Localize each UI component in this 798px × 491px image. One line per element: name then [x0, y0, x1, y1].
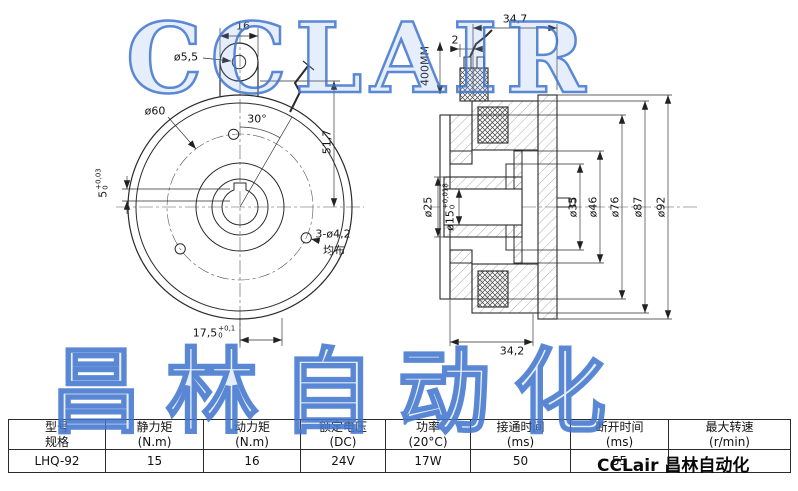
- cell-rated-voltage: 24V: [300, 449, 386, 473]
- cell-max-speed: [668, 449, 791, 473]
- header-max-speed: 最大转速(r/min): [668, 419, 791, 450]
- header-power: 功率(20°C): [385, 419, 471, 450]
- dim-d35-label: ø35: [566, 196, 580, 218]
- dim-width-bottom-label: 34,2: [499, 344, 525, 358]
- cell-power: 17W: [385, 449, 471, 473]
- dim-bolt-circle-label: ø60: [144, 104, 166, 118]
- dim-width-top-label: 34,7: [502, 12, 528, 26]
- wire-length-label: 400MM: [418, 46, 432, 86]
- dim-holes-count-label: 3-ø4,2: [315, 227, 351, 241]
- cell-model: LHQ-92: [8, 449, 106, 473]
- watermark-brand-corner: CCLair 昌林自动化: [597, 456, 750, 476]
- cell-release-time: 55: [570, 449, 669, 473]
- dim-holes-evenly-label: 均布: [323, 244, 345, 257]
- cell-engage-time: 50: [470, 449, 571, 473]
- header-engage-time: 接通时间(ms): [470, 419, 571, 450]
- dim-height-label: 51,7: [320, 129, 334, 155]
- dim-d87-label: ø87: [631, 196, 645, 218]
- cell-dynamic-torque: 16: [203, 449, 301, 473]
- table-header-row: 型号规格 静力矩(N.m) 动力矩(N.m) 额定电压(DC) 功率(20°C)…: [8, 419, 791, 450]
- dim-ear-hole-label: ø5,5: [173, 50, 199, 64]
- header-rated-voltage: 额定电压(DC): [300, 419, 386, 450]
- dim-d76-label: ø76: [608, 196, 622, 218]
- header-static-torque: 静力矩(N.m): [105, 419, 204, 450]
- dim-d92-label: ø92: [654, 196, 668, 218]
- table-data-row: LHQ-92 15 16 24V 17W 50 55: [8, 449, 791, 473]
- dim-hub-label: ø25: [421, 196, 435, 218]
- front-view-drawing: [116, 28, 364, 348]
- header-dynamic-torque: 动力矩(N.m): [203, 419, 301, 450]
- header-release-time: 断开时间(ms): [570, 419, 669, 450]
- dim-gap-label: 2: [451, 33, 459, 47]
- header-model: 型号规格: [8, 419, 106, 450]
- cell-static-torque: 15: [105, 449, 204, 473]
- dim-angle-label: 30°: [247, 112, 267, 126]
- spec-table: 型号规格 静力矩(N.m) 动力矩(N.m) 额定电压(DC) 功率(20°C)…: [8, 419, 791, 473]
- dim-d46-label: ø46: [586, 196, 600, 218]
- section-view-drawing: [430, 24, 700, 346]
- dim-ear-width-label: 16: [236, 19, 250, 33]
